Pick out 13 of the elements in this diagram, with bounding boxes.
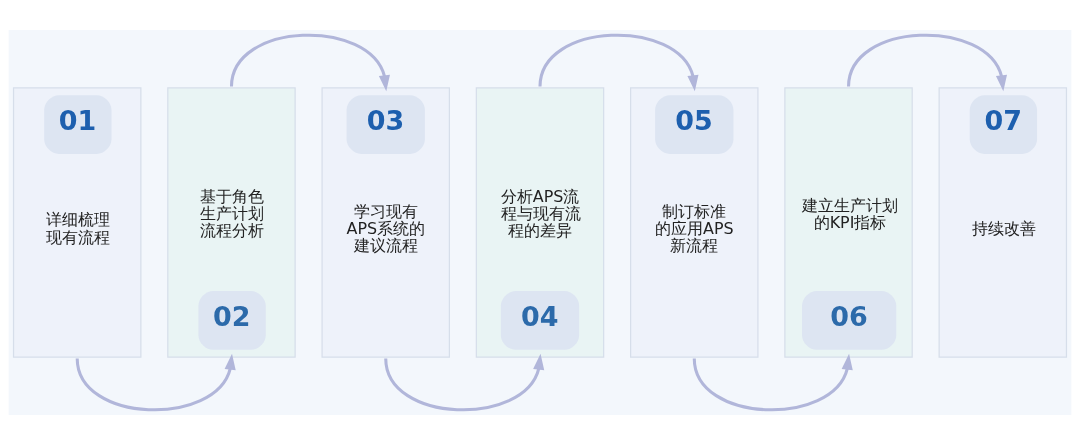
node-box: 基于角色生产计划流程分析 02 (167, 87, 296, 358)
node-box: 07 持续改善 (938, 87, 1068, 358)
node-box: 01 详细梳理现有流程 (12, 87, 142, 358)
node-box: 分析APS流程与现有流程的差异 04 (475, 87, 605, 358)
arrow (692, 353, 853, 412)
arrow (229, 33, 390, 92)
node-box: 建立生产计划的KPI指标 06 (784, 87, 913, 358)
arrow (75, 353, 236, 412)
node-box: 05 制订标准的应用APS新流程 (630, 87, 759, 358)
node-box: 03 学习现有APS系统的建议流程 (321, 87, 450, 358)
arrow (384, 353, 545, 412)
arrow (847, 33, 1008, 92)
arrow (538, 33, 699, 92)
